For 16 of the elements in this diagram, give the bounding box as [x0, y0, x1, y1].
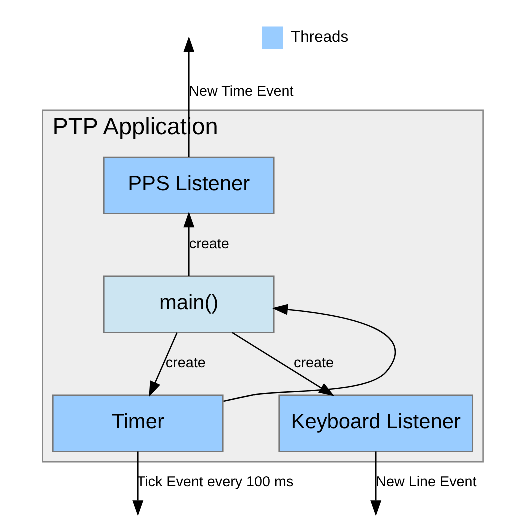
edge-label: create	[166, 356, 206, 372]
edge-label: create	[294, 356, 334, 372]
node-box: PPS Listener	[103, 156, 275, 214]
edge-label: New Line Event	[376, 474, 477, 491]
arrow	[132, 452, 144, 516]
legend-label: Threads	[291, 28, 349, 46]
arrow	[149, 332, 178, 398]
node-box: main()	[103, 276, 275, 334]
arrow	[224, 304, 396, 402]
arrow	[184, 36, 195, 158]
edge-label: New Time Event	[189, 84, 294, 100]
node-box: Timer	[52, 394, 224, 452]
node-box: Keyboard Listener	[278, 394, 474, 452]
arrow	[184, 212, 195, 276]
edge-label: create	[189, 236, 230, 253]
arrow	[370, 452, 382, 516]
